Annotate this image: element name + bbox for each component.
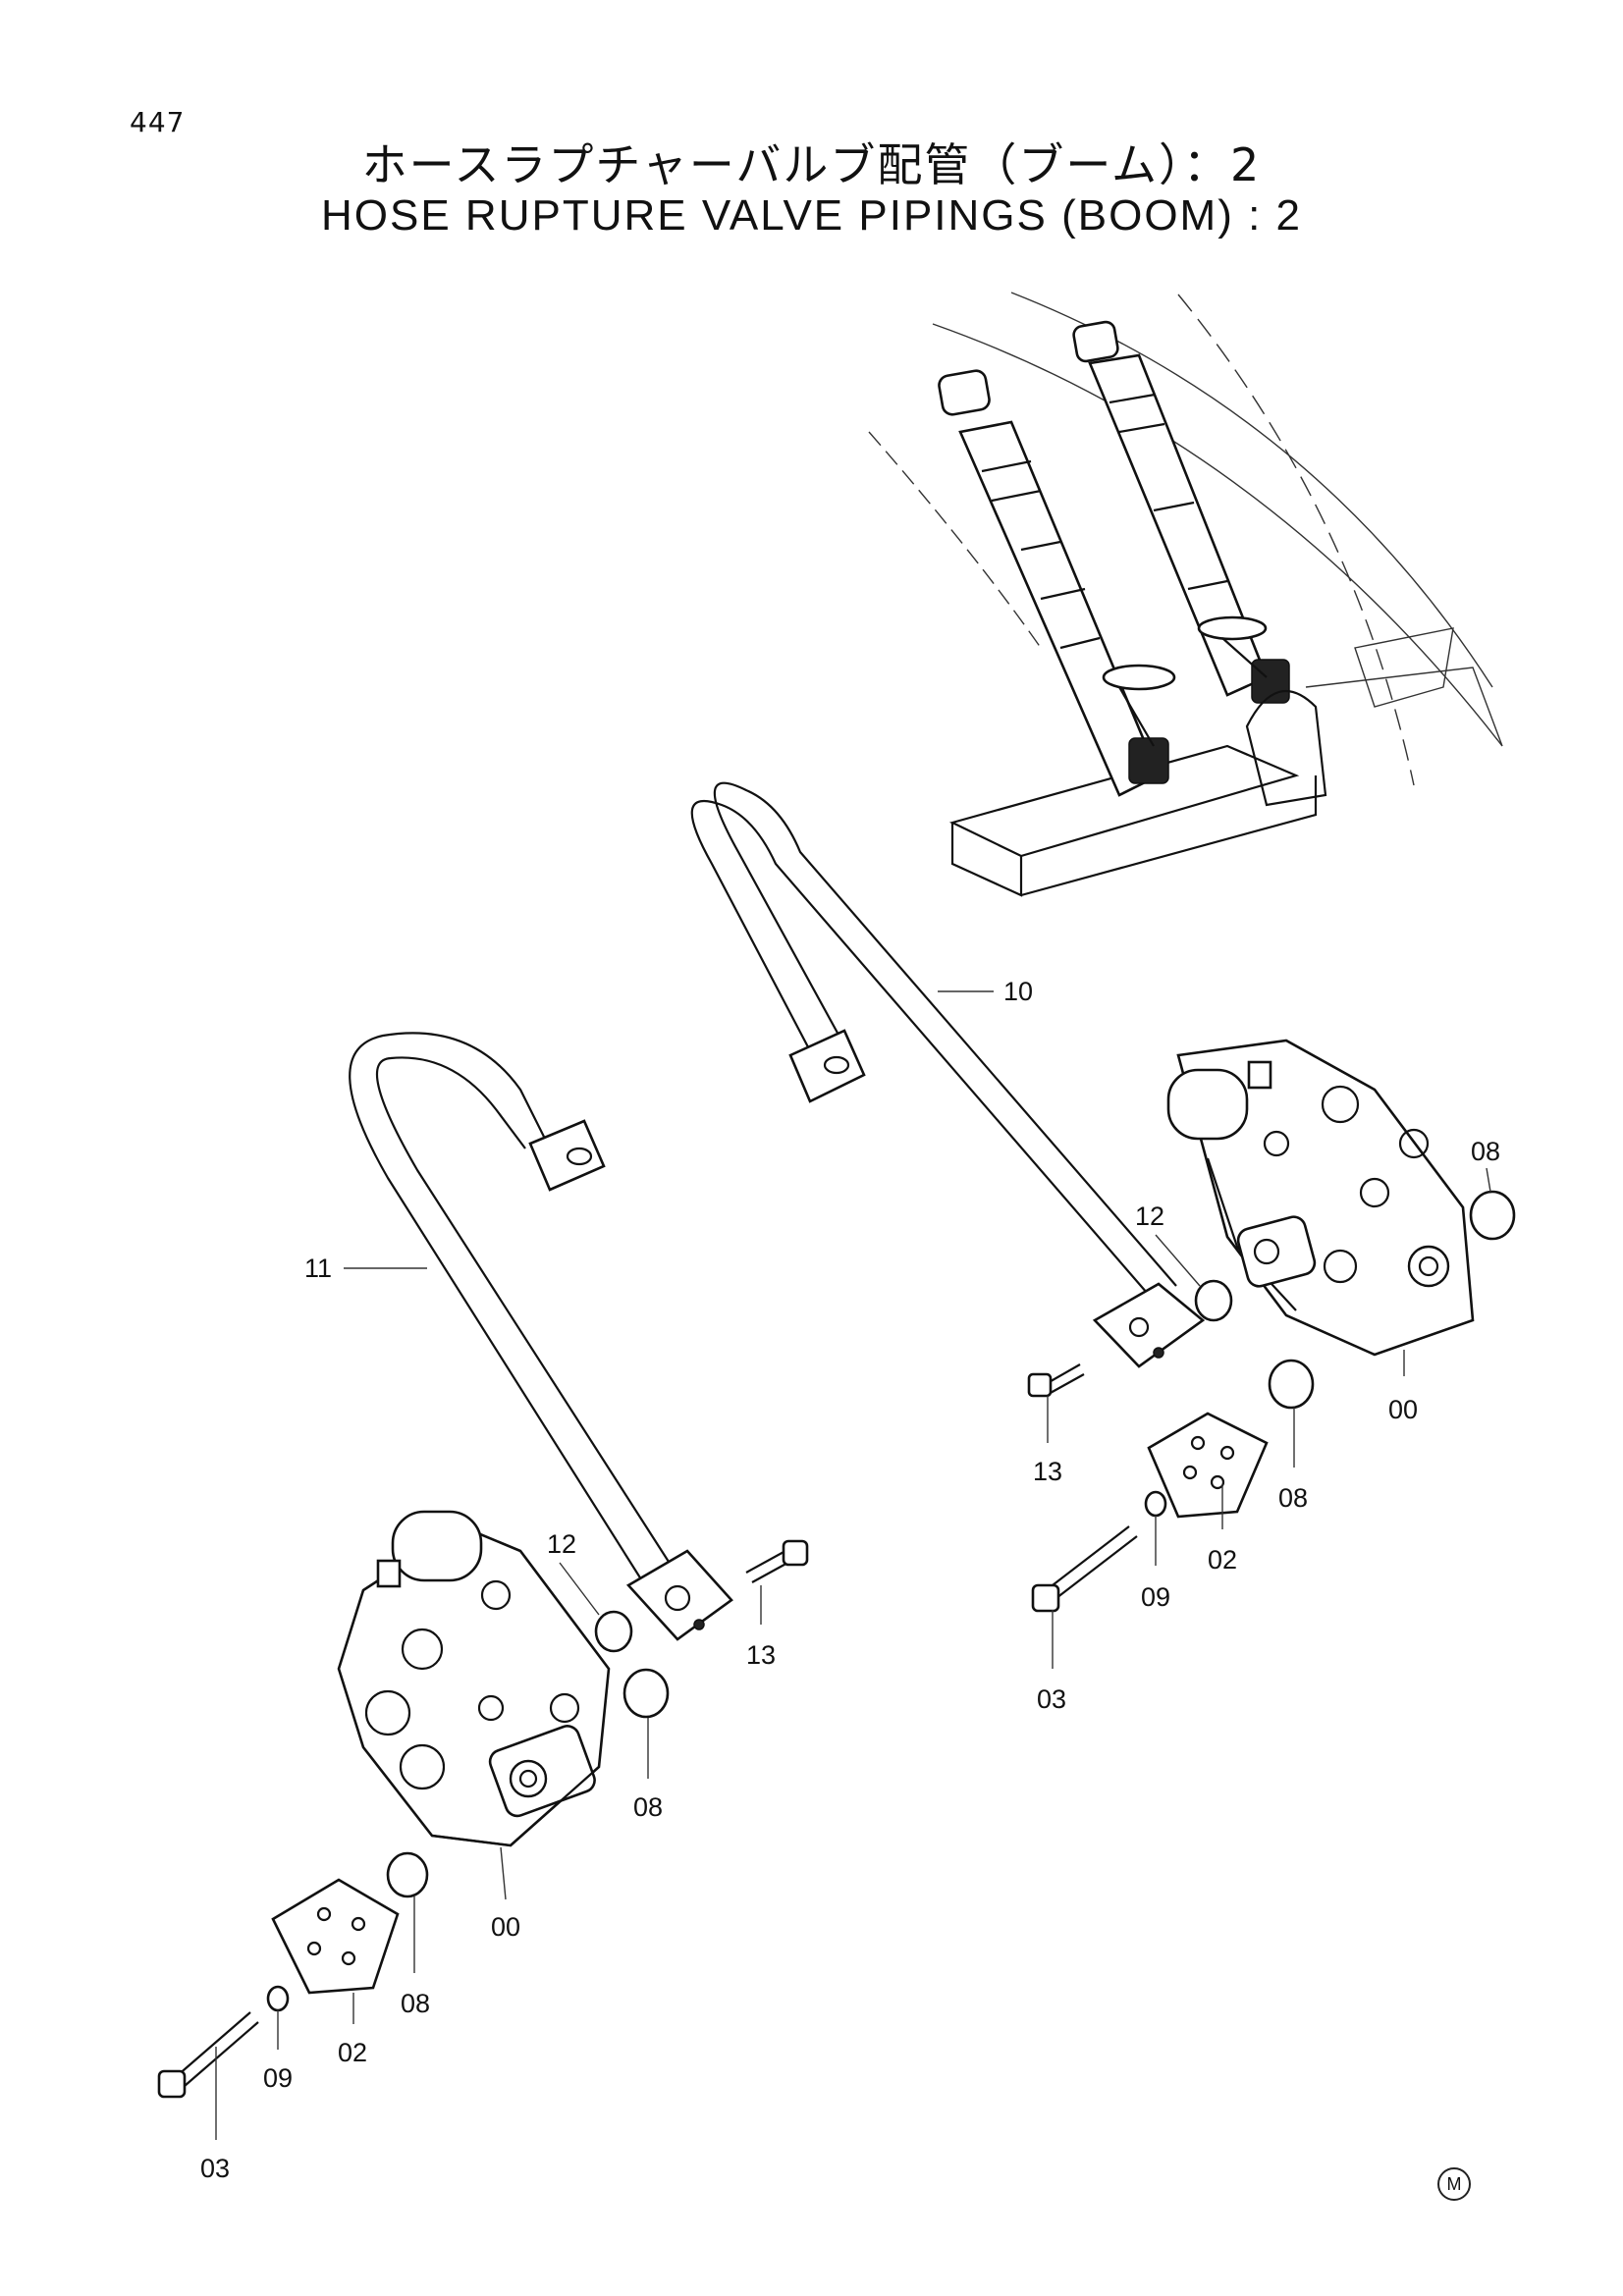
pipe-10	[690, 781, 1206, 1368]
callout-labels: 10 11 12 08 00 13 08 02 09 03 12 13 08 0…	[200, 977, 1500, 2183]
bolt-03-right	[1031, 1525, 1138, 1613]
bolt-13-right	[1027, 1363, 1085, 1398]
manufacturer-mark: M	[1437, 2167, 1471, 2201]
plate-02-left	[271, 1878, 400, 1995]
pipe-11-nut	[528, 1119, 606, 1192]
locator-view	[868, 292, 1503, 897]
callout-02-left: 02	[338, 2038, 367, 2067]
washer-09-left	[266, 1985, 290, 2012]
o-ring-12-left	[594, 1610, 633, 1653]
callout-00-left: 00	[491, 1912, 520, 1942]
valve-00-right	[1166, 1039, 1475, 1357]
title-japanese: ホースラプチャーバルブ配管（ブーム）：2	[361, 138, 1262, 191]
callout-08-right-lower: 08	[1278, 1483, 1308, 1513]
washer-09-right	[1144, 1490, 1167, 1518]
boom-cylinder-right	[1072, 320, 1290, 704]
callout-09-right: 09	[1141, 1582, 1170, 1612]
callout-03-left: 03	[200, 2154, 230, 2183]
pipe-10-flange	[1092, 1282, 1206, 1368]
seal-08-left-lower	[386, 1851, 429, 1898]
callout-00-right: 00	[1388, 1395, 1418, 1424]
valve-00-left	[337, 1510, 611, 1847]
callout-12-left: 12	[547, 1529, 576, 1559]
callout-08-left-lower: 08	[401, 1989, 430, 2018]
callout-02-right: 02	[1208, 1545, 1237, 1575]
callout-13-left: 13	[746, 1640, 776, 1670]
pipe-10-nut	[788, 1029, 866, 1103]
callout-11: 11	[304, 1254, 332, 1283]
plate-02-right	[1147, 1412, 1269, 1519]
bolt-03-left	[157, 2011, 259, 2099]
callout-10: 10	[1003, 977, 1033, 1006]
callout-12-right: 12	[1135, 1201, 1164, 1231]
title-english: HOSE RUPTURE VALVE PIPINGS (BOOM) : 2	[321, 191, 1302, 240]
seal-08-right-lower	[1268, 1359, 1315, 1410]
o-ring-12-right	[1194, 1279, 1233, 1322]
pipe-11-flange	[625, 1549, 733, 1641]
seal-08-right-upper	[1469, 1190, 1516, 1241]
callout-03-right: 03	[1037, 1684, 1066, 1714]
pipe-11	[349, 1032, 733, 1641]
callout-13-right: 13	[1033, 1457, 1062, 1486]
callout-09-left: 09	[263, 2063, 293, 2093]
bolt-13-left	[745, 1539, 809, 1583]
callout-08-left-upper: 08	[633, 1792, 663, 1822]
callout-08-right-upper: 08	[1471, 1137, 1500, 1166]
seal-08-left-upper	[622, 1668, 670, 1719]
boom-cylinder-left	[938, 369, 1176, 797]
leader-lines	[215, 990, 1491, 2140]
page-number: 447	[130, 106, 186, 138]
